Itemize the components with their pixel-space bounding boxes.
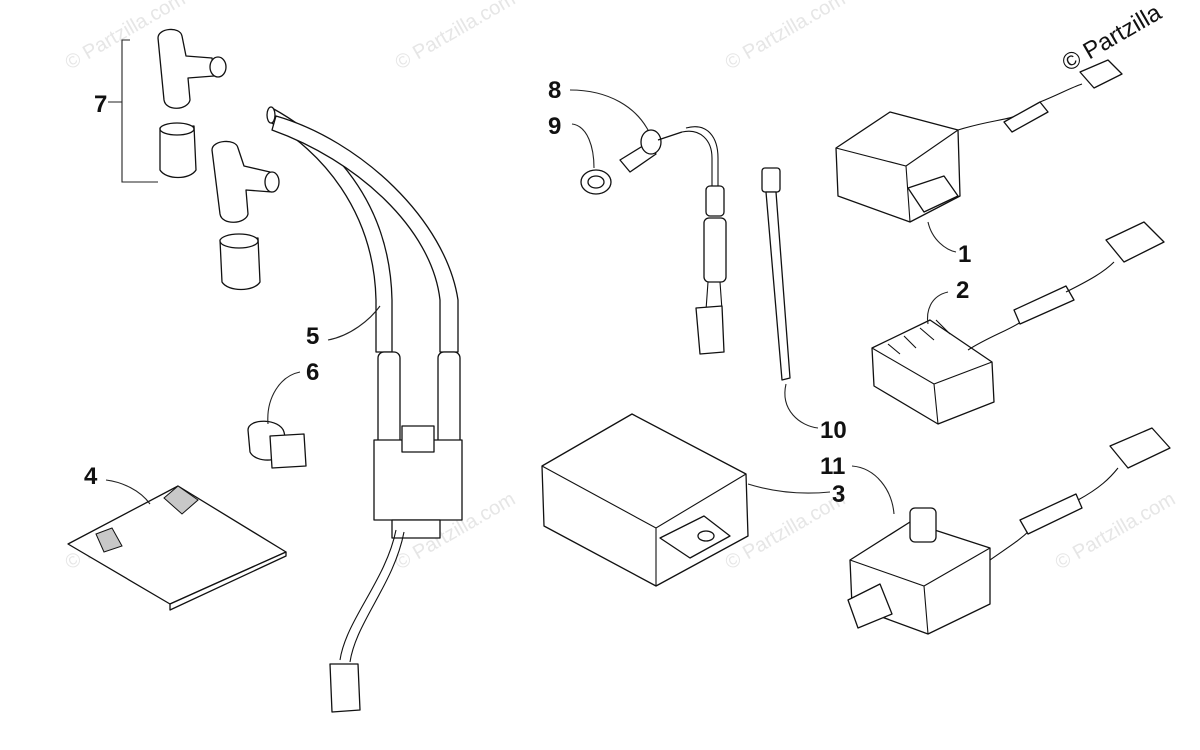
part-2-regulator (871, 221, 1165, 425)
leader-9 (571, 123, 595, 169)
leader-8 (569, 89, 649, 131)
part-11-switch (847, 427, 1171, 635)
watermark: © Partzilla.com (722, 0, 850, 74)
leader-2 (926, 291, 949, 325)
part-8-temp-sensor (619, 126, 727, 355)
part-5-ignition-coil (266, 106, 463, 713)
leader-11 (851, 465, 895, 515)
part-6-clip (247, 420, 307, 469)
callout-3: 3 (832, 481, 845, 508)
watermark: © Partzilla.com (392, 0, 520, 74)
part-1-relay (835, 59, 1123, 223)
part-10-cable-tie (761, 167, 791, 381)
leader-1 (927, 221, 957, 253)
callout-6: 6 (306, 359, 319, 386)
callout-9: 9 (548, 113, 561, 140)
callout-2: 2 (956, 277, 969, 304)
callout-8: 8 (548, 77, 561, 104)
leader-3 (747, 483, 831, 494)
callout-4: 4 (84, 463, 98, 490)
part-3-cdi-box (541, 413, 749, 587)
part-9-washer (580, 169, 612, 195)
part-4-sheet (67, 485, 287, 611)
leader-5 (327, 305, 381, 341)
callout-10: 10 (820, 417, 847, 444)
leader-7 (108, 39, 158, 183)
leader-4 (105, 479, 151, 505)
leader-10 (784, 383, 819, 429)
callout-1: 1 (958, 241, 971, 268)
leader-6 (267, 371, 301, 425)
callout-11: 11 (820, 453, 845, 480)
callout-5: 5 (306, 323, 319, 350)
callout-7: 7 (94, 91, 107, 118)
part-7-spark-plug-caps (157, 28, 280, 291)
